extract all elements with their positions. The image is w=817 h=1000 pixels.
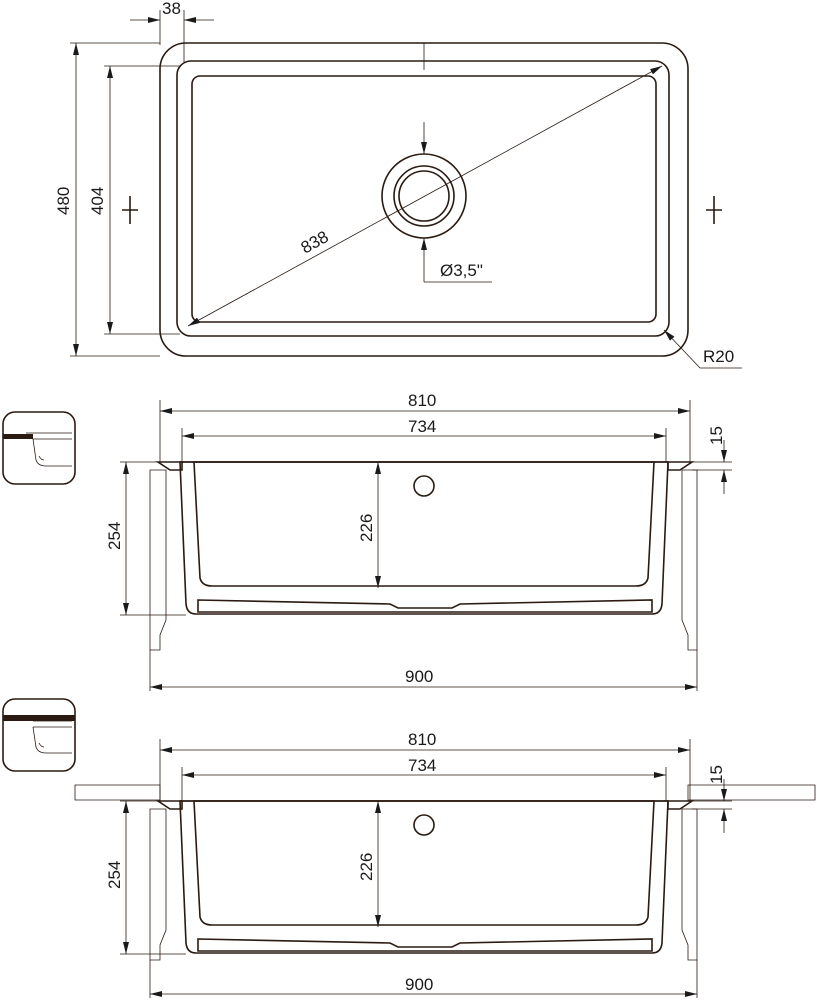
- dim-total-height: 254: [105, 861, 124, 889]
- dim-inner-width: 734: [408, 756, 436, 775]
- sink-body: [179, 461, 669, 615]
- sink-inner-rim: [176, 60, 670, 337]
- sink-basin: [193, 800, 655, 926]
- dim-rim-width: 38: [162, 0, 181, 18]
- cabinet-panel-left: [149, 808, 167, 961]
- section-mark-left: [122, 196, 138, 224]
- dim-inner-depth: 404: [88, 187, 107, 215]
- dim-drain-diameter: Ø3,5": [440, 261, 483, 280]
- sink-basin: [191, 75, 657, 323]
- sink-foot: [197, 938, 653, 952]
- drain-hole: [413, 814, 435, 836]
- cabinet-panel-right: [681, 469, 698, 651]
- dim-rim-height: 15: [707, 426, 726, 445]
- drain-ring: [393, 165, 455, 227]
- section-freestanding: 810 734 15 254 226 900: [105, 391, 732, 691]
- drain-hole: [413, 475, 435, 497]
- dim-cabinet-width: 900: [405, 667, 433, 686]
- cabinet-panel-right: [681, 808, 698, 961]
- countertop-left: [74, 784, 161, 801]
- drain-inner: [398, 170, 450, 222]
- top-view: 38 480 404 838 Ø3,5" R20: [54, 0, 742, 369]
- dim-total-height: 254: [105, 522, 124, 550]
- rim-left: [155, 461, 183, 471]
- undermount-icon: [2, 698, 76, 772]
- sink-basin: [193, 461, 655, 587]
- section-undermount: 810 734 15 254 226 900: [74, 730, 816, 998]
- dim-outer-depth: 480: [54, 187, 73, 215]
- sink-body: [179, 800, 669, 954]
- freestanding-mount-icon: [2, 411, 76, 485]
- dim-corner-radius: R20: [703, 347, 734, 366]
- dim-rim-height: 15: [707, 765, 726, 784]
- section-mark-right: [706, 196, 722, 224]
- dim-line-838: [187, 65, 663, 327]
- dim-inner-width: 734: [408, 417, 436, 436]
- dim-diagonal: 838: [298, 227, 332, 257]
- cabinet-panel-left: [149, 469, 167, 651]
- sink-outer-rim: [159, 42, 689, 357]
- dim-inner-height: 226: [357, 514, 376, 542]
- dim-inner-height: 226: [357, 853, 376, 881]
- dim-cabinet-width: 900: [405, 975, 433, 994]
- dim-outer-width: 810: [408, 391, 436, 410]
- dim-outer-width: 810: [408, 730, 436, 749]
- sink-foot: [197, 599, 653, 613]
- rim-right: [667, 800, 695, 810]
- countertop-right: [687, 784, 816, 801]
- rim-right: [667, 461, 695, 471]
- rim-left: [155, 800, 183, 810]
- leader-line: [663, 329, 701, 369]
